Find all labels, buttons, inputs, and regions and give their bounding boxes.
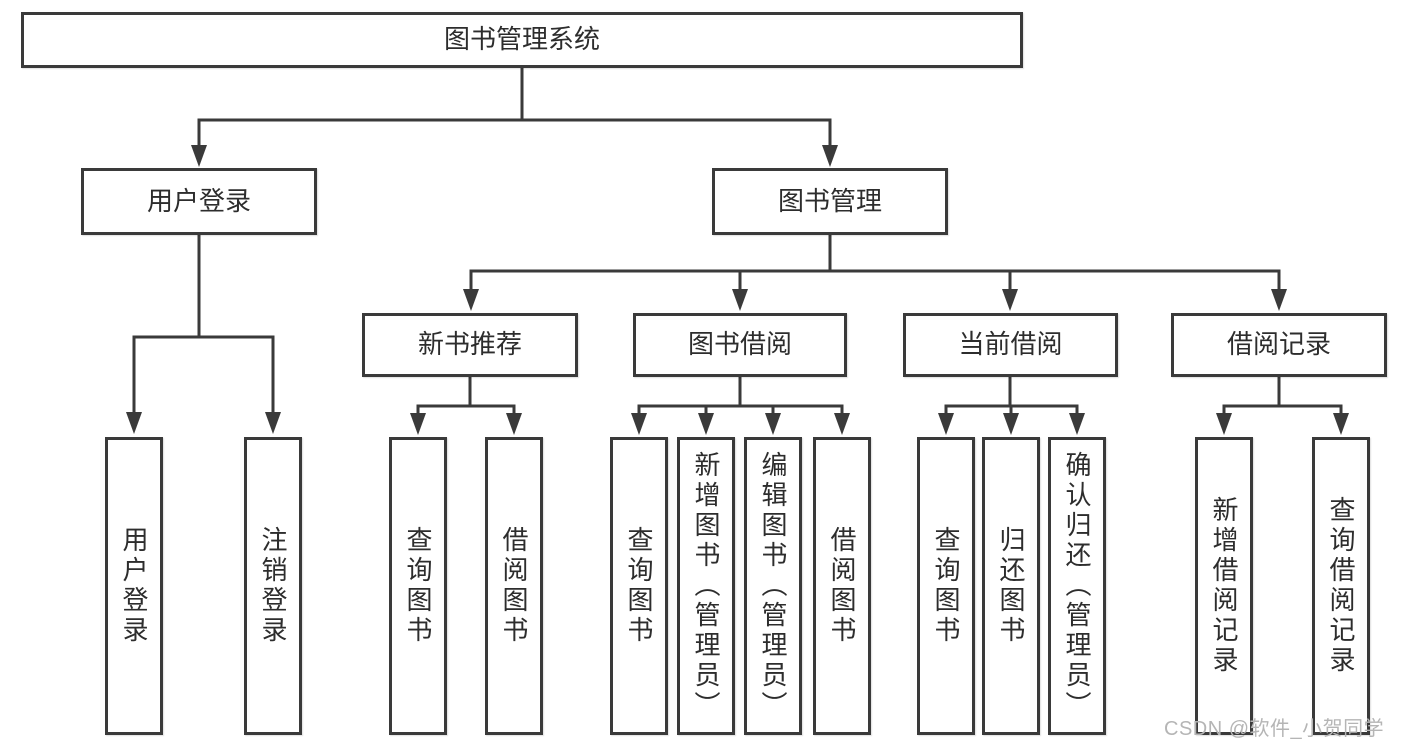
arrowheads-root-to-level2 [191, 145, 838, 167]
arrowheads-book-borrow-children [631, 413, 850, 435]
node-book-management-label: 图书管理 [777, 185, 882, 216]
node-user-login: 用户登录 [81, 168, 317, 235]
node-leaf-nb-query-books: 查询图书 [389, 437, 447, 735]
node-leaf-bb-borrow-books-label: 借阅图书 [827, 526, 857, 646]
node-current-borrow: 当前借阅 [903, 313, 1118, 377]
node-leaf-cb-confirm-return-admin: 确认归还（管理员） [1048, 437, 1106, 735]
node-leaf-bb-add-books-admin-label: 新增图书（管理员） [691, 451, 721, 721]
connector-root-to-level2 [197, 68, 832, 147]
node-leaf-bb-edit-books-admin: 编辑图书（管理员） [744, 437, 802, 735]
connector-current-borrow-children [944, 377, 1079, 415]
connector-book-mgmt-children [469, 235, 1281, 291]
connector-book-borrow-children [637, 377, 844, 415]
arrowheads-borrow-records-children [1216, 413, 1349, 435]
node-book-borrow: 图书借阅 [633, 313, 847, 377]
node-leaf-cb-query-books: 查询图书 [917, 437, 975, 735]
arrowheads-current-borrow-children [938, 413, 1085, 435]
node-user-login-label: 用户登录 [146, 185, 251, 216]
node-leaf-logout-label: 注销登录 [258, 526, 288, 646]
node-book-borrow-label: 图书借阅 [687, 329, 792, 360]
node-leaf-user-login-label: 用户登录 [119, 526, 149, 646]
arrowheads-user-login-children [126, 412, 281, 434]
node-leaf-bb-borrow-books: 借阅图书 [813, 437, 871, 735]
arrowheads-new-books-children [410, 413, 522, 435]
node-leaf-br-add-record: 新增借阅记录 [1195, 437, 1253, 735]
node-leaf-bb-edit-books-admin-label: 编辑图书（管理员） [758, 451, 788, 721]
node-leaf-cb-return-books-label: 归还图书 [996, 526, 1026, 646]
node-leaf-bb-query-books-label: 查询图书 [624, 526, 654, 646]
node-leaf-cb-query-books-label: 查询图书 [931, 526, 961, 646]
node-leaf-nb-borrow-books-label: 借阅图书 [499, 526, 529, 646]
connector-user-login-children [132, 235, 275, 414]
node-new-book-recommend-label: 新书推荐 [417, 329, 522, 360]
connector-borrow-records-children [1222, 377, 1343, 415]
csdn-watermark: CSDN @软件_小贺同学 [1164, 718, 1385, 740]
node-borrow-records-label: 借阅记录 [1226, 329, 1331, 360]
node-root: 图书管理系统 [21, 12, 1023, 68]
node-leaf-br-query-record-label: 查询借阅记录 [1326, 496, 1356, 676]
node-leaf-logout: 注销登录 [244, 437, 302, 735]
node-leaf-nb-borrow-books: 借阅图书 [485, 437, 543, 735]
node-new-book-recommend: 新书推荐 [362, 313, 578, 377]
node-leaf-cb-return-books: 归还图书 [982, 437, 1040, 735]
node-leaf-user-login: 用户登录 [105, 437, 163, 735]
node-leaf-bb-query-books: 查询图书 [610, 437, 668, 735]
arrowheads-book-mgmt-children [463, 289, 1287, 311]
node-leaf-br-query-record: 查询借阅记录 [1312, 437, 1370, 735]
node-book-management: 图书管理 [712, 168, 948, 235]
node-leaf-bb-add-books-admin: 新增图书（管理员） [677, 437, 735, 735]
connector-new-books-children [416, 377, 516, 415]
node-current-borrow-label: 当前借阅 [958, 329, 1063, 360]
node-leaf-br-add-record-label: 新增借阅记录 [1209, 496, 1239, 676]
node-leaf-cb-confirm-return-admin-label: 确认归还（管理员） [1062, 451, 1092, 721]
node-root-label: 图书管理系统 [443, 24, 600, 55]
node-leaf-nb-query-books-label: 查询图书 [403, 526, 433, 646]
node-borrow-records: 借阅记录 [1171, 313, 1387, 377]
